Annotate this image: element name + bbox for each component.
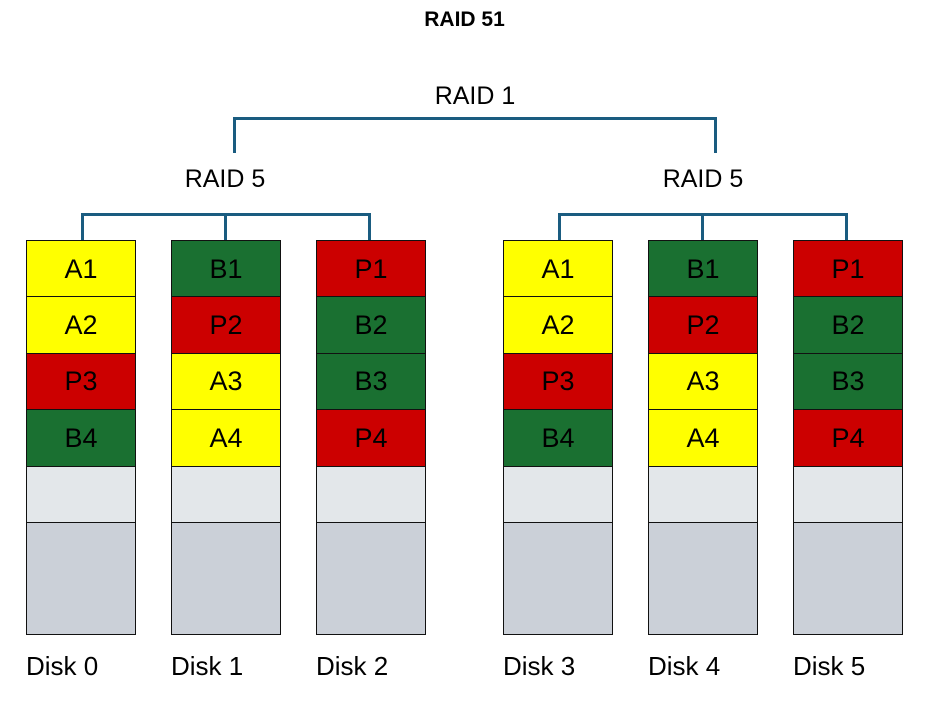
disk-1-block-1[interactable]: P2: [171, 296, 281, 355]
disk-4-block-0[interactable]: B1: [648, 240, 758, 298]
disk-3-block-5[interactable]: [503, 522, 613, 636]
disk-3-block-3[interactable]: B4: [503, 409, 613, 468]
disk-2-label: Disk 2: [316, 651, 389, 681]
disk-0-block-3[interactable]: B4: [26, 409, 136, 468]
disk-2-block-3[interactable]: P4: [316, 409, 426, 468]
disk-column-5[interactable]: P1 B2 B3 P4: [793, 240, 903, 636]
disk-3-block-2[interactable]: P3: [503, 352, 613, 411]
disk-column-2[interactable]: P1 B2 B3 P4: [316, 240, 426, 636]
raid5-left-bracket-leg-disk1: [224, 213, 227, 241]
disk-5-block-4[interactable]: [793, 465, 903, 524]
disk-2-block-0[interactable]: P1: [316, 240, 426, 298]
disk-5-block-3[interactable]: P4: [793, 409, 903, 468]
disk-1-block-3[interactable]: A4: [171, 409, 281, 468]
raid5-left-label: RAID 5: [184, 165, 266, 193]
disk-2-block-1[interactable]: B2: [316, 296, 426, 355]
page-title: RAID 51: [424, 8, 505, 31]
disk-3-block-4[interactable]: [503, 465, 613, 524]
raid5-left-bracket-leg-disk2: [368, 213, 371, 241]
disk-4-block-1[interactable]: P2: [648, 296, 758, 355]
disk-1-block-4[interactable]: [171, 465, 281, 524]
raid5-right-connector-bracket: [558, 213, 848, 241]
disk-4-block-4[interactable]: [648, 465, 758, 524]
disk-3-block-0[interactable]: A1: [503, 240, 613, 298]
disk-column-0[interactable]: A1 A2 P3 B4: [26, 240, 136, 636]
raid1-bracket-right-leg: [714, 117, 717, 153]
disk-0-block-4[interactable]: [26, 465, 136, 524]
raid5-right-label: RAID 5: [662, 165, 744, 193]
disk-5-block-5[interactable]: [793, 522, 903, 636]
disk-1-block-5[interactable]: [171, 522, 281, 636]
disk-1-block-0[interactable]: B1: [171, 240, 281, 298]
raid5-left-connector-bracket: [81, 213, 371, 241]
disk-2-block-5[interactable]: [316, 522, 426, 636]
raid1-connector-bracket: [233, 117, 717, 153]
disk-column-1[interactable]: B1 P2 A3 A4: [171, 240, 281, 636]
disk-5-block-0[interactable]: P1: [793, 240, 903, 298]
raid5-right-bracket-leg-disk5: [845, 213, 848, 241]
disk-5-label: Disk 5: [793, 651, 866, 681]
disk-column-4[interactable]: B1 P2 A3 A4: [648, 240, 758, 636]
disk-0-label: Disk 0: [26, 651, 99, 681]
disk-4-block-2[interactable]: A3: [648, 352, 758, 411]
disk-5-block-2[interactable]: B3: [793, 352, 903, 411]
disk-3-block-1[interactable]: A2: [503, 296, 613, 355]
disk-4-block-3[interactable]: A4: [648, 409, 758, 468]
raid5-right-bracket-leg-disk3: [558, 213, 561, 241]
disk-0-block-5[interactable]: [26, 522, 136, 636]
disk-4-label: Disk 4: [648, 651, 721, 681]
disk-column-3[interactable]: A1 A2 P3 B4: [503, 240, 613, 636]
disk-0-block-1[interactable]: A2: [26, 296, 136, 355]
raid1-bracket-horizontal: [233, 117, 717, 120]
disk-0-block-2[interactable]: P3: [26, 352, 136, 411]
disk-5-block-1[interactable]: B2: [793, 296, 903, 355]
disk-2-block-2[interactable]: B3: [316, 352, 426, 411]
disk-3-label: Disk 3: [503, 651, 576, 681]
disk-4-block-5[interactable]: [648, 522, 758, 636]
disk-2-block-4[interactable]: [316, 465, 426, 524]
raid5-right-bracket-leg-disk4: [701, 213, 704, 241]
raid1-label: RAID 1: [434, 82, 516, 110]
raid5-left-bracket-leg-disk0: [81, 213, 84, 241]
disk-0-block-0[interactable]: A1: [26, 240, 136, 298]
raid1-bracket-left-leg: [233, 117, 236, 153]
disk-1-label: Disk 1: [171, 651, 244, 681]
disk-1-block-2[interactable]: A3: [171, 352, 281, 411]
